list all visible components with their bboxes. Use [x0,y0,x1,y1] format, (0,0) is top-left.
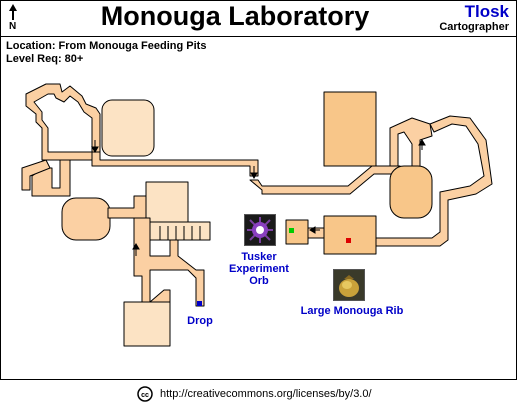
corridor-stair [149,221,211,241]
corridor-mid-left [107,195,147,219]
svg-text:cc: cc [141,392,149,399]
room-top-left [101,99,155,157]
cartographer-role: Cartographer [439,21,509,33]
orb-label-line-3: Orb [249,275,269,287]
purple-spiked-orb-icon [244,214,276,246]
room-bottom-left [123,301,171,347]
corridor-left-loop [21,159,51,191]
corridor-right-loop [389,117,433,171]
cartographer-name: Tlosk [464,2,509,21]
yellow-pouch-icon [333,269,365,301]
room-left-oval [61,197,111,241]
location-text: Location: From Monouga Feeding Pits [6,40,207,52]
compass-letter: N [9,21,17,32]
room-right-bottom [323,215,377,255]
corridor-right-long [249,165,401,195]
orb-label-line-1: Tusker [241,251,277,263]
corridor-top-left [25,83,101,161]
level-requirement: Level Req: 80+ [6,53,84,65]
corridor-center-link [91,151,259,177]
room-right-top [323,91,377,167]
map-title: Monouga Laboratory [100,1,370,31]
orb-label: Tusker Experiment Orb [223,251,295,287]
dungeon-map [21,83,493,347]
north-arrow-icon: N [6,2,20,34]
corridor-npc-link [307,227,325,239]
drop-marker [197,301,202,306]
orb-label-line-2: Experiment [229,263,289,275]
npc-marker [289,228,294,233]
room-mid-tall [145,181,189,223]
header-divider [1,36,516,37]
creative-commons-icon: cc [137,386,153,402]
corridor-bottom-link [149,289,171,303]
room-right-oval [389,165,433,219]
item-marker [346,238,351,243]
license-footer: cc http://creativecommons.org/licenses/b… [0,382,517,404]
rib-label: Large Monouga Rib [300,305,404,317]
drop-label: Drop [187,315,213,327]
license-link[interactable]: http://creativecommons.org/licenses/by/3… [160,388,372,400]
